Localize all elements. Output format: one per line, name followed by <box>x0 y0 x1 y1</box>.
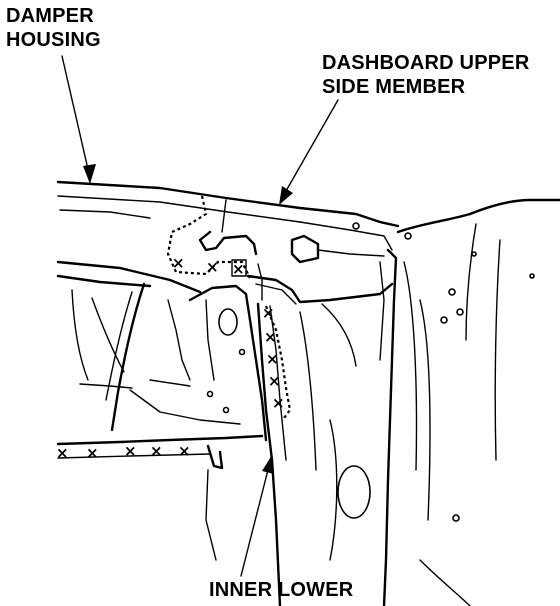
dashboard-upper-label-line-2: SIDE MEMBER <box>322 76 466 98</box>
spot-weld-mark: × <box>272 394 285 412</box>
spot-weld-mark: × <box>266 350 279 368</box>
right-side-panel <box>396 198 560 606</box>
spot-weld-mark: × <box>178 442 191 460</box>
inner-lower-label: INNER LOWER <box>209 579 354 601</box>
spot-weld-mark: × <box>232 260 245 278</box>
spot-weld-mark: × <box>268 372 281 390</box>
damper-housing-label-line-2: HOUSING <box>6 29 101 51</box>
damper-housing-label: DAMPER HOUSING <box>6 4 101 52</box>
weld-outline-center <box>264 305 292 419</box>
dashboard-upper-leader <box>279 99 339 205</box>
spot-weld-mark: × <box>56 444 69 462</box>
spot-weld-mark: × <box>124 442 137 460</box>
spot-weld-mark: × <box>86 444 99 462</box>
damper-housing-leader <box>61 55 96 184</box>
inner-lower-member <box>246 248 398 606</box>
inner-lower-leader <box>240 455 274 577</box>
spot-weld-marks: × × × × × × × × × × × × × <box>56 254 285 462</box>
spot-weld-mark: × <box>264 328 277 346</box>
spot-weld-mark: × <box>262 304 275 322</box>
spot-weld-mark: × <box>172 254 185 272</box>
inner-lower-bracket <box>129 284 268 561</box>
damper-housing <box>56 260 264 459</box>
dashboard-upper-label-line-1: DASHBOARD UPPER <box>322 52 530 74</box>
damper-housing-label-line-1: DAMPER <box>6 5 94 27</box>
upper-bracket <box>198 199 385 301</box>
dashboard-upper-side-member <box>56 180 412 251</box>
dashboard-upper-side-member-label: DASHBOARD UPPER SIDE MEMBER <box>322 51 529 99</box>
spot-weld-mark: × <box>206 258 219 276</box>
spot-weld-mark: × <box>150 442 163 460</box>
weld-outline-upper <box>166 195 251 279</box>
